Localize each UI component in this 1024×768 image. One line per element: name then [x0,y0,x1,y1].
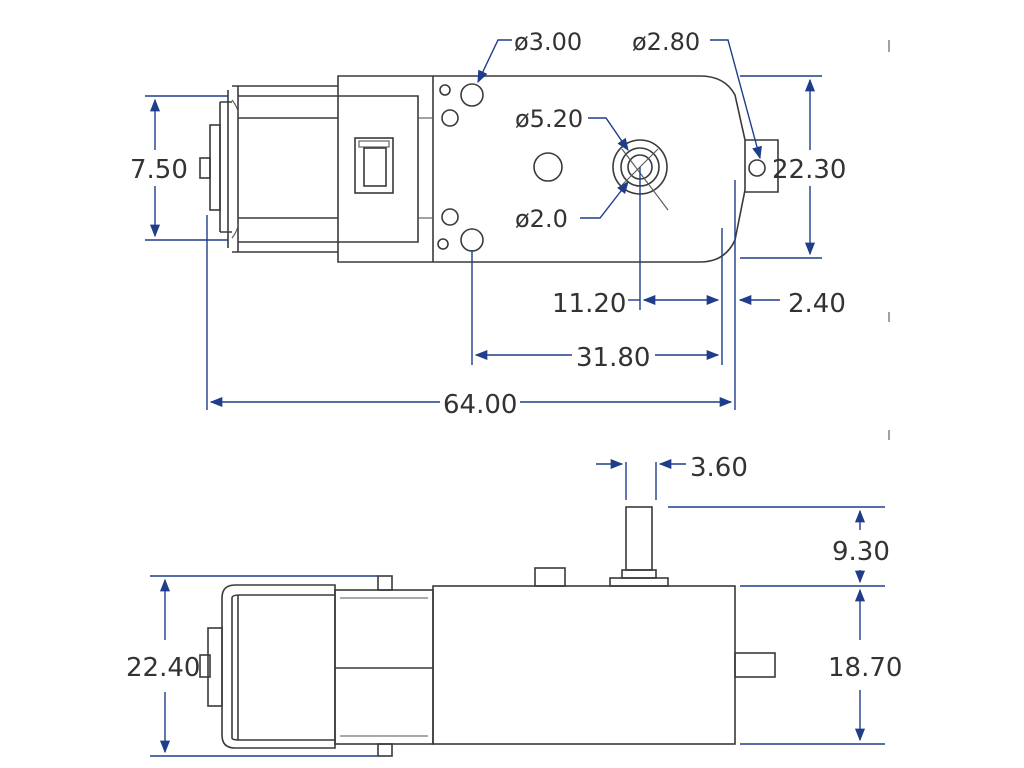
label-hole-d52: ø5.20 [515,105,583,133]
mount-hole-d3-bottom [460,228,484,252]
top-view: ø3.00 ø2.80 ø5.20 ø2.0 7.50 22.30 11.20 … [130,28,846,420]
center-hole-d52 [533,152,563,182]
mounting-holes [437,83,484,252]
label-hole-d28: ø2.80 [632,28,700,56]
small-hole-bottom [437,238,449,250]
label-body-height: 22.40 [126,653,200,683]
small-hole-top [439,84,451,96]
label-shaft-width: 3.60 [690,453,748,483]
gearbox-housing [337,75,746,263]
motor-clip [354,137,394,194]
label-hole-d2: ø2.0 [515,205,568,233]
mount-hole-bottom-inner [441,208,459,226]
label-dist-240: 2.40 [788,289,846,319]
label-height-750: 7.50 [130,155,188,185]
label-height-2230: 22.30 [772,155,846,185]
mount-hole-top-inner [441,109,459,127]
tab-hole-d28 [748,159,766,177]
side-view: 3.60 9.30 22.40 18.70 [126,453,902,757]
label-hole-d3: ø3.00 [514,28,582,56]
side-clip [334,575,434,757]
motor-body [227,85,338,253]
motor-end-cap [199,101,232,233]
side-motor-end-cap [199,627,223,707]
top-view-dimensions [145,39,822,410]
mount-hole-d3-top [460,83,484,107]
side-motor-body [221,584,336,749]
label-dist-3180: 31.80 [576,343,650,373]
label-dist-1120: 11.20 [552,289,626,319]
side-view-dimensions [150,458,885,757]
label-gearbox-height: 18.70 [828,653,902,683]
side-output-shaft [625,506,776,678]
end-tab [745,139,779,193]
label-length-6400: 64.00 [443,390,517,420]
side-gearbox [432,567,736,745]
label-shaft-height: 9.30 [832,537,890,567]
